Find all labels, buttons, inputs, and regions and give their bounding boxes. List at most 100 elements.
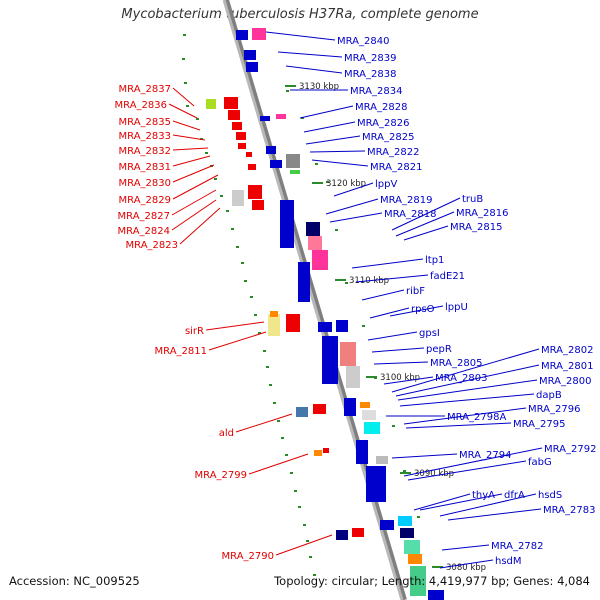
gene-label-blue: dapB bbox=[536, 390, 562, 401]
gene-block bbox=[404, 540, 420, 554]
gene-label-blue: MRA_2802 bbox=[541, 345, 593, 356]
gene-label-blue: MRA_2816 bbox=[456, 208, 508, 219]
gene-block bbox=[268, 314, 280, 336]
gene-leader-blue bbox=[403, 447, 543, 477]
gene-label-blue: MRA_2805 bbox=[430, 358, 482, 369]
gene-leader-blue bbox=[383, 376, 434, 385]
gene-block bbox=[323, 448, 329, 453]
gene-leader-red bbox=[172, 155, 211, 167]
scale-tick bbox=[306, 540, 309, 542]
gene-label-blue: MRA_2839 bbox=[344, 53, 396, 64]
gene-leader-blue bbox=[309, 150, 366, 153]
gene-leader-red bbox=[235, 413, 293, 433]
scale-tick bbox=[298, 506, 301, 508]
scale-tick bbox=[269, 384, 272, 386]
scale-tick bbox=[254, 314, 257, 316]
scale-tick bbox=[250, 296, 253, 298]
gene-block bbox=[340, 342, 356, 366]
scale-tick bbox=[392, 425, 395, 427]
gene-block bbox=[286, 154, 300, 168]
gene-label-red: MRA_2837 bbox=[119, 84, 171, 95]
scale-tick bbox=[183, 34, 186, 36]
scale-tick bbox=[286, 90, 289, 92]
gene-leader-red bbox=[172, 174, 219, 200]
gene-label-blue: ribF bbox=[406, 286, 425, 297]
scale-tick bbox=[403, 470, 406, 472]
gene-leader-blue bbox=[355, 274, 429, 283]
gene-block bbox=[246, 62, 258, 72]
scale-tick bbox=[266, 366, 269, 368]
gene-leader-blue bbox=[371, 347, 425, 353]
gene-block bbox=[318, 322, 332, 332]
gene-block bbox=[280, 200, 294, 248]
gene-label-red: MRA_2836 bbox=[115, 100, 167, 111]
scale-tick bbox=[182, 58, 185, 60]
gene-leader-red bbox=[275, 534, 333, 556]
gene-block bbox=[380, 520, 394, 530]
gene-leader-red bbox=[172, 147, 209, 151]
scale-tick bbox=[244, 280, 247, 282]
gene-label-blue: MRA_2803 bbox=[435, 373, 487, 384]
scale-tick bbox=[345, 282, 348, 284]
scale-tick bbox=[231, 228, 234, 230]
scale-tick bbox=[236, 246, 239, 248]
scale-tick bbox=[263, 350, 266, 352]
gene-leader-blue bbox=[325, 198, 379, 215]
gene-label-blue: MRA_2819 bbox=[380, 195, 432, 206]
gene-label-blue: MRA_2828 bbox=[355, 102, 407, 113]
gene-leader-blue bbox=[413, 493, 471, 511]
gene-label-red: MRA_2831 bbox=[119, 162, 171, 173]
gene-leader-blue bbox=[333, 182, 374, 197]
gene-label-blue: MRA_2792 bbox=[544, 444, 596, 455]
gene-label-blue: MRA_2794 bbox=[459, 450, 511, 461]
gene-label-red: ald bbox=[219, 428, 234, 439]
gene-leader-blue bbox=[397, 379, 538, 401]
gene-leader-blue bbox=[405, 422, 512, 429]
scale-tick bbox=[313, 574, 316, 576]
gene-block bbox=[232, 190, 244, 206]
gene-block bbox=[344, 398, 356, 416]
scale-tick bbox=[309, 556, 312, 558]
gene-leader-blue bbox=[299, 105, 354, 119]
gene-leader-blue bbox=[439, 559, 494, 569]
gene-leader-blue bbox=[391, 348, 540, 393]
gene-label-blue: MRA_2800 bbox=[539, 376, 591, 387]
gene-leader-blue bbox=[391, 197, 461, 231]
gene-block bbox=[408, 554, 422, 564]
scale-tick bbox=[281, 437, 284, 439]
gene-label-blue: thyA bbox=[472, 490, 495, 501]
gene-block bbox=[276, 114, 286, 119]
scale-tick bbox=[335, 229, 338, 231]
gene-leader-blue bbox=[399, 393, 535, 407]
gene-block bbox=[236, 132, 246, 140]
gene-block bbox=[286, 314, 300, 332]
gene-block bbox=[366, 466, 386, 502]
gene-label-blue: dfrA bbox=[504, 490, 525, 501]
gene-label-blue: fadE21 bbox=[430, 271, 465, 282]
gene-label-red: sirR bbox=[185, 326, 204, 337]
scale-tick bbox=[258, 332, 261, 334]
gene-label-red: MRA_2827 bbox=[118, 211, 170, 222]
scale-label: 3130 kbp bbox=[299, 82, 339, 92]
scale-tick bbox=[273, 402, 276, 404]
gene-block bbox=[260, 116, 270, 121]
gene-block bbox=[298, 262, 310, 302]
scale-tick bbox=[241, 262, 244, 264]
gene-label-blue: MRA_2801 bbox=[541, 361, 593, 372]
gene-block bbox=[252, 28, 266, 40]
scale-tick bbox=[184, 82, 187, 84]
scale-tick bbox=[315, 163, 318, 165]
scale-tick bbox=[226, 210, 229, 212]
gene-block bbox=[313, 404, 326, 414]
scale-tick bbox=[294, 490, 297, 492]
gene-block bbox=[400, 528, 414, 538]
gene-block bbox=[296, 407, 308, 417]
gene-block bbox=[376, 456, 388, 464]
gene-leader-red bbox=[248, 453, 309, 475]
gene-block bbox=[314, 450, 322, 456]
gene-leader-red bbox=[208, 331, 267, 351]
scale-label: 3120 kbp bbox=[326, 179, 366, 189]
gene-block bbox=[246, 152, 252, 157]
gene-block bbox=[244, 50, 256, 60]
